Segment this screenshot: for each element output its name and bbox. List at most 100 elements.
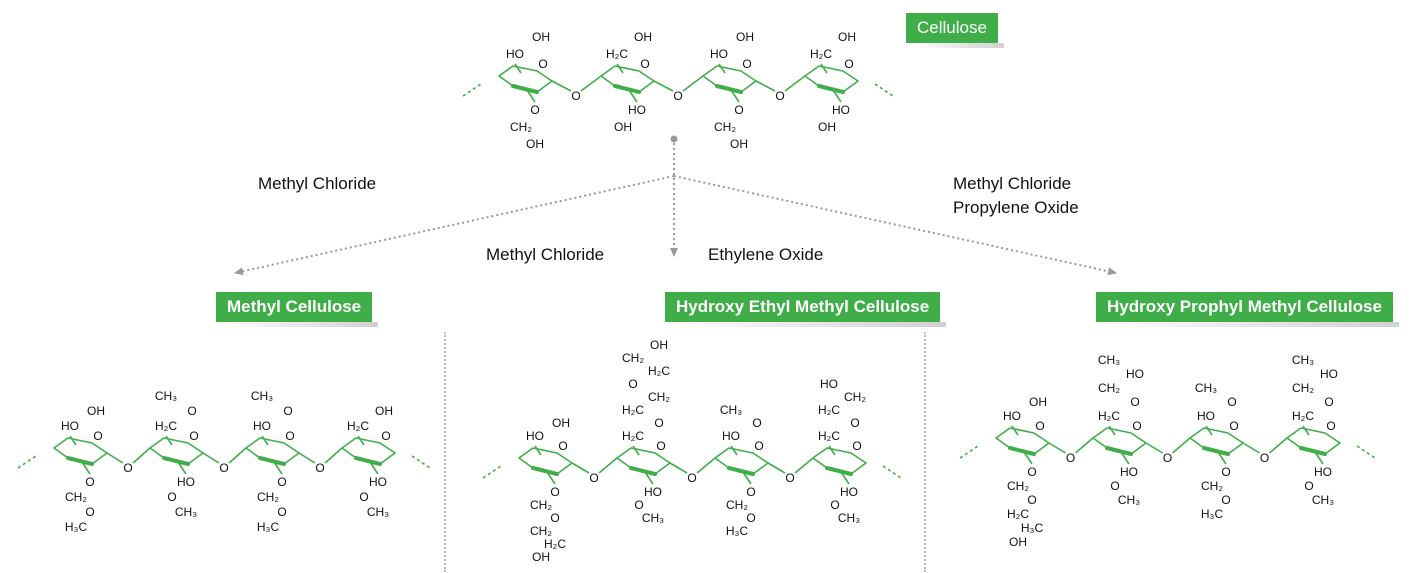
glycosidic-bond [580,75,602,92]
substituent-label: H₂C [606,47,628,61]
substituent-bond [357,435,365,446]
substituent-label: CH₃ [1195,381,1217,395]
substituent-label: HO [506,47,524,61]
glycosidic-bond [1268,437,1288,454]
substituent-bond [369,461,379,475]
bridge-oxygen: O [589,471,598,485]
ring-oxygen: O [1132,419,1141,433]
ring-oxygen: O [742,57,751,71]
substituent-label: H₂C [1098,409,1120,423]
bridge-oxygen: O [219,461,228,475]
substituent-label: HO [526,429,544,443]
substituent-label: O [634,498,643,512]
substituent-bond [546,471,556,485]
substituent-bond [1217,451,1227,465]
glycosidic-bond [202,452,220,464]
chain-end-bond [462,83,482,97]
ring-oxygen: O [189,429,198,443]
substituent-label: HO [820,377,838,391]
substituent-label: CH₃ [1118,493,1140,507]
substituent-label: HO [369,475,387,489]
reagent-middle-b: Ethylene Oxide [708,245,824,264]
substituent-label: O [1227,395,1236,409]
ring-oxygen: O [656,439,665,453]
hemc-structure: OOHOOHOCH₂OCH₂H₂COHOOH₂COH₂CCH₂OH₂CCH₂OH… [482,338,902,564]
substituent-bond [742,471,752,485]
bridge-oxygen: O [775,89,784,103]
substituent-label: OH [526,137,544,151]
substituent-label: CH₃ [251,389,273,403]
glycosidic-bond [669,462,688,474]
substituent-label: CH₂ [648,390,670,404]
substituent-label: H₂C [648,364,670,378]
substituent-bond [840,471,850,485]
substituent-label: CH₃ [155,389,177,403]
ring-front-edge [511,84,539,94]
bridge-oxygen: O [1163,451,1172,465]
substituent-label: OH [552,416,570,430]
cellulose-structure: OOHOOHOCH₂OHOOH₂COHHOOHOOHOOHOCH₂OHOH₂CO… [462,30,894,151]
ring-front-edge [162,456,190,466]
glycosidic-bond [298,452,316,464]
substituent-label: OH [838,30,856,44]
substituent-label: CH₂ [622,351,644,365]
substituent-bond [616,63,624,74]
bridge-oxygen: O [571,89,580,103]
ring-oxygen: O [1035,419,1044,433]
glycosidic-bond [1242,442,1260,454]
glycosidic-bond [551,80,572,92]
substituent-label: CH₃ [367,505,389,519]
substituent-bond [177,461,187,475]
glycosidic-bond [1171,437,1191,454]
substituent-label: H₂C [810,47,832,61]
substituent-label: O [283,404,292,418]
glycosidic-bond [1048,442,1066,454]
substituent-label: CH₂ [1292,381,1314,395]
substituent-label: O [746,485,755,499]
ring-oxygen: O [640,57,649,71]
substituent-label: CH₂ [714,120,736,134]
ring-front-edge [613,84,641,94]
substituent-label: O [85,475,94,489]
bridge-oxygen: O [315,461,324,475]
substituent-label: CH₂ [1007,479,1029,493]
substituent-label: O [550,485,559,499]
substituent-label: CH₂ [530,498,552,512]
substituent-label: H₂C [544,537,566,551]
divider-left [444,332,446,572]
substituent-label: O [277,505,286,519]
substituent-label: H₂C [622,403,644,417]
glycosidic-bond [784,75,806,92]
substituent-label: H₂C [1007,507,1029,521]
substituent-label: HO [1320,367,1338,381]
reagent-middle-a: Methyl Chloride [486,245,605,264]
substituent-label: HO [1197,409,1215,423]
chain-end-bond [882,465,902,479]
substituent-bond [273,461,283,475]
ring-front-edge [66,456,94,466]
substituent-label: O [1130,395,1139,409]
chain-end-bond [17,455,37,469]
substituent-label: HO [722,429,740,443]
ring-oxygen: O [558,439,567,453]
substituent-bond [628,89,638,103]
substituent-label: HO [1003,409,1021,423]
substituent-label: HO [832,103,850,117]
substituent-label: HO [1120,465,1138,479]
substituent-label: H₃C [257,520,280,534]
ring-front-edge [1105,446,1133,456]
ring-oxygen: O [852,439,861,453]
substituent-label: OH [532,30,550,44]
substituent-label: O [1221,493,1230,507]
substituent-bond [1302,425,1310,436]
ring-front-edge [715,84,743,94]
substituent-label: H₂C [347,419,369,433]
hpmc-label: Hydroxy Prophyl Methyl Cellulose [1096,292,1399,327]
substituent-label: CH₂ [257,490,279,504]
substituent-label: H₂C [1292,409,1314,423]
bridge-oxygen: O [1260,451,1269,465]
substituent-label: O [746,511,755,525]
ring-oxygen: O [1326,419,1335,433]
substituent-bond [1314,451,1324,465]
